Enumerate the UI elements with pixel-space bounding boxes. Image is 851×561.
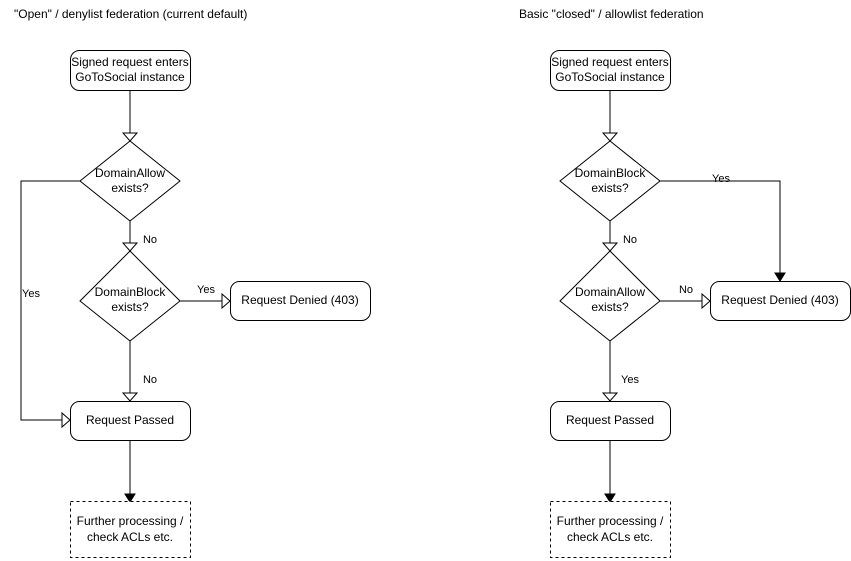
right-edge-passed-to-further — [604, 441, 616, 503]
right-decision-domainallow[interactable]: DomainAllow exists? — [559, 250, 661, 342]
left-request-passed-shape — [70, 401, 191, 441]
left-further-processing-label-line2: check ACLs etc. — [87, 530, 173, 544]
left-edge-label-domainblock-no: No — [143, 374, 157, 386]
left-decision-domainallow-label-line1: DomainAllow — [95, 166, 165, 180]
right-edge-domainallow-no: No — [660, 284, 711, 310]
right-edge-entry-to-domainblock — [601, 90, 619, 142]
right-decision-domainblock-label-line1: DomainBlock — [575, 166, 647, 180]
left-edge-domainallow-no: No — [121, 221, 157, 252]
left-diagram-title: "Open" / denylist federation (current de… — [14, 7, 247, 21]
left-request-passed-label: Request Passed — [86, 413, 174, 427]
right-decision-domainallow-label-line1: DomainAllow — [575, 285, 645, 299]
right-request-passed-shape — [550, 401, 671, 441]
right-entry-node-label-line1: Signed request enters — [551, 55, 668, 69]
left-further-processing-label-line1: Further processing / — [77, 514, 184, 528]
left-decision-domainblock-label-line1: DomainBlock — [95, 285, 167, 299]
diagram-closed-allowlist: Basic "closed" / allowlist federation Si… — [519, 7, 851, 558]
left-decision-domainblock[interactable]: DomainBlock exists? — [79, 250, 181, 342]
right-edge-label-domainblock-no: No — [623, 234, 637, 246]
right-further-processing-node[interactable]: Further processing / check ACLs etc. — [550, 501, 671, 558]
right-edge-domainallow-yes: Yes — [601, 341, 639, 402]
right-entry-node[interactable]: Signed request enters GoToSocial instanc… — [550, 50, 671, 91]
left-edge-passed-to-further — [124, 441, 136, 503]
left-edge-domainblock-yes: Yes — [180, 284, 231, 310]
right-entry-node-label-line2: GoToSocial instance — [555, 70, 665, 84]
right-decision-domainblock-label-line2: exists? — [591, 181, 629, 195]
right-further-processing-shape — [550, 501, 671, 558]
left-decision-domainallow[interactable]: DomainAllow exists? — [79, 140, 181, 222]
left-entry-node[interactable]: Signed request enters GoToSocial instanc… — [70, 50, 191, 91]
left-request-denied-node[interactable]: Request Denied (403) — [230, 281, 371, 321]
right-request-passed-label: Request Passed — [566, 413, 654, 427]
left-further-processing-shape — [70, 501, 191, 558]
right-request-denied-node[interactable]: Request Denied (403) — [710, 281, 851, 321]
right-edge-domainblock-yes: Yes — [660, 173, 786, 282]
left-edge-domainallow-yes: Yes — [20, 180, 80, 429]
left-edge-entry-to-domainallow — [121, 90, 139, 142]
right-diagram-title: Basic "closed" / allowlist federation — [519, 7, 704, 21]
right-edge-label-domainallow-no: No — [679, 284, 693, 296]
right-further-processing-label-line2: check ACLs etc. — [567, 530, 653, 544]
right-decision-domainallow-label-line2: exists? — [591, 300, 629, 314]
left-edge-domainblock-no: No — [121, 341, 157, 402]
right-request-passed-node[interactable]: Request Passed — [550, 401, 671, 441]
right-edge-label-domainallow-yes: Yes — [621, 374, 639, 386]
left-decision-domainallow-label-line2: exists? — [111, 181, 149, 195]
left-entry-node-label-line2: GoToSocial instance — [75, 70, 185, 84]
left-edge-label-domainallow-yes: Yes — [22, 288, 40, 300]
left-request-denied-shape — [230, 281, 371, 321]
left-edge-label-domainblock-yes: Yes — [197, 284, 215, 296]
left-edge-label-domainallow-no: No — [143, 234, 157, 246]
right-request-denied-label: Request Denied (403) — [721, 293, 838, 307]
left-request-denied-label: Request Denied (403) — [241, 293, 358, 307]
diagram-open-denylist: "Open" / denylist federation (current de… — [14, 7, 371, 558]
right-decision-domainblock[interactable]: DomainBlock exists? — [559, 140, 661, 222]
left-request-passed-node[interactable]: Request Passed — [70, 401, 191, 441]
left-decision-domainblock-label-line2: exists? — [111, 300, 149, 314]
right-edge-domainblock-no: No — [601, 221, 637, 252]
right-further-processing-label-line1: Further processing / — [557, 514, 664, 528]
right-edge-label-domainblock-yes: Yes — [712, 173, 730, 185]
left-entry-node-label-line1: Signed request enters — [71, 55, 188, 69]
left-further-processing-node[interactable]: Further processing / check ACLs etc. — [70, 501, 191, 558]
